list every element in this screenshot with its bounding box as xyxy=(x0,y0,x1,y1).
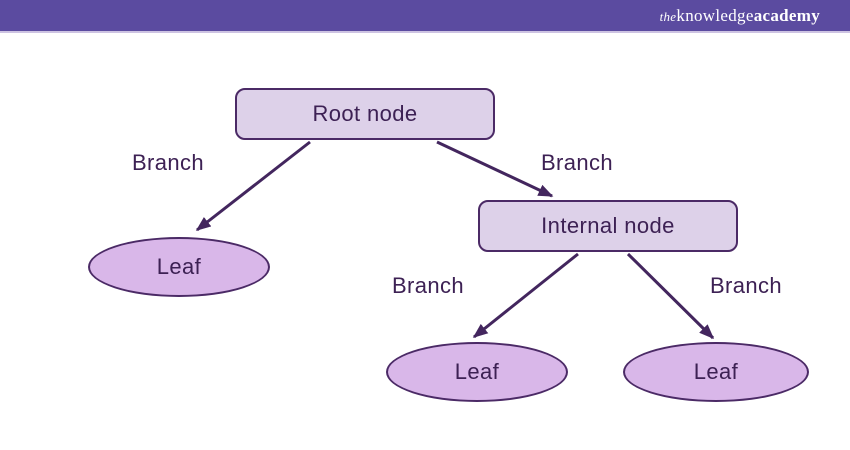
edge-label-branch-3: Branch xyxy=(391,273,465,298)
node-leaf-left-label: Leaf xyxy=(156,254,202,279)
knowledge-academy-logo: theknowledgeacademy xyxy=(660,6,820,26)
node-leaf-middle-label: Leaf xyxy=(454,359,500,384)
logo-word-the: the xyxy=(659,8,677,24)
node-leaf-middle: Leaf xyxy=(386,342,568,402)
node-internal-label: Internal node xyxy=(541,213,675,238)
edge-internal-to-leaf-middle xyxy=(472,252,579,339)
edge-label-branch-1: Branch xyxy=(131,150,205,175)
node-leaf-right-label: Leaf xyxy=(693,359,739,384)
node-leaf-left: Leaf xyxy=(88,237,270,297)
node-root: Root node xyxy=(235,88,495,140)
edge-root-to-leaf-left xyxy=(195,140,311,232)
edge-root-to-internal xyxy=(436,140,554,198)
node-root-label: Root node xyxy=(312,101,418,126)
edge-internal-to-leaf-right xyxy=(626,252,715,340)
node-internal: Internal node xyxy=(478,200,738,252)
edge-label-branch-2: Branch xyxy=(540,150,614,175)
node-leaf-right: Leaf xyxy=(623,342,809,402)
logo-word-academy: academy xyxy=(753,5,820,25)
logo-word-knowledge: knowledge xyxy=(676,5,754,25)
edge-label-branch-4: Branch xyxy=(709,273,783,298)
header-bar: theknowledgeacademy xyxy=(0,0,850,33)
